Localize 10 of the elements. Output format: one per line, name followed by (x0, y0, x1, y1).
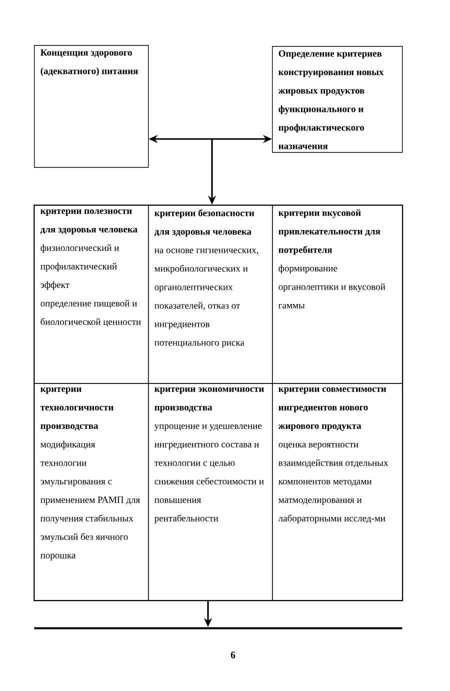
table-cell: критерии вкусовой привлекательности для потребителя формирование органолептики и вкусовой гаммы (272, 205, 403, 384)
table-cell: критерии совместимости ингредиентов нового жирового продукта оценка вероятности взаимодействия отдельных компонентов методами матмоделирования и лабораторными исслед-ми (272, 383, 403, 601)
text-box: Концепция здорового (адекватного) питания (34, 45, 149, 168)
table-cell: критерии безопасности для здоровья человека на основе гигиенических, микробиологических и органолептических показателей, отказ от ингредиентов потенциального риска (148, 205, 273, 384)
node-label: определение пищевой и биологической ценности (40, 300, 141, 327)
table-frame (34, 204, 404, 602)
page-number: 6 (230, 652, 236, 658)
table-cell: критерии экономичности производства упрощение и удешевление ингредиентного состава и технологии с целью снижения себестоимости и повышения рентабельности (148, 383, 273, 601)
table-cell: критерии технологичности производства модификация технологии эмульгирования с применением РАМП для получения стабильных эмульсий без яичного порошка (34, 383, 149, 601)
text-box: Определение критериев конструирования новых жировых продуктов функционального и профилактического назначения (272, 46, 403, 153)
